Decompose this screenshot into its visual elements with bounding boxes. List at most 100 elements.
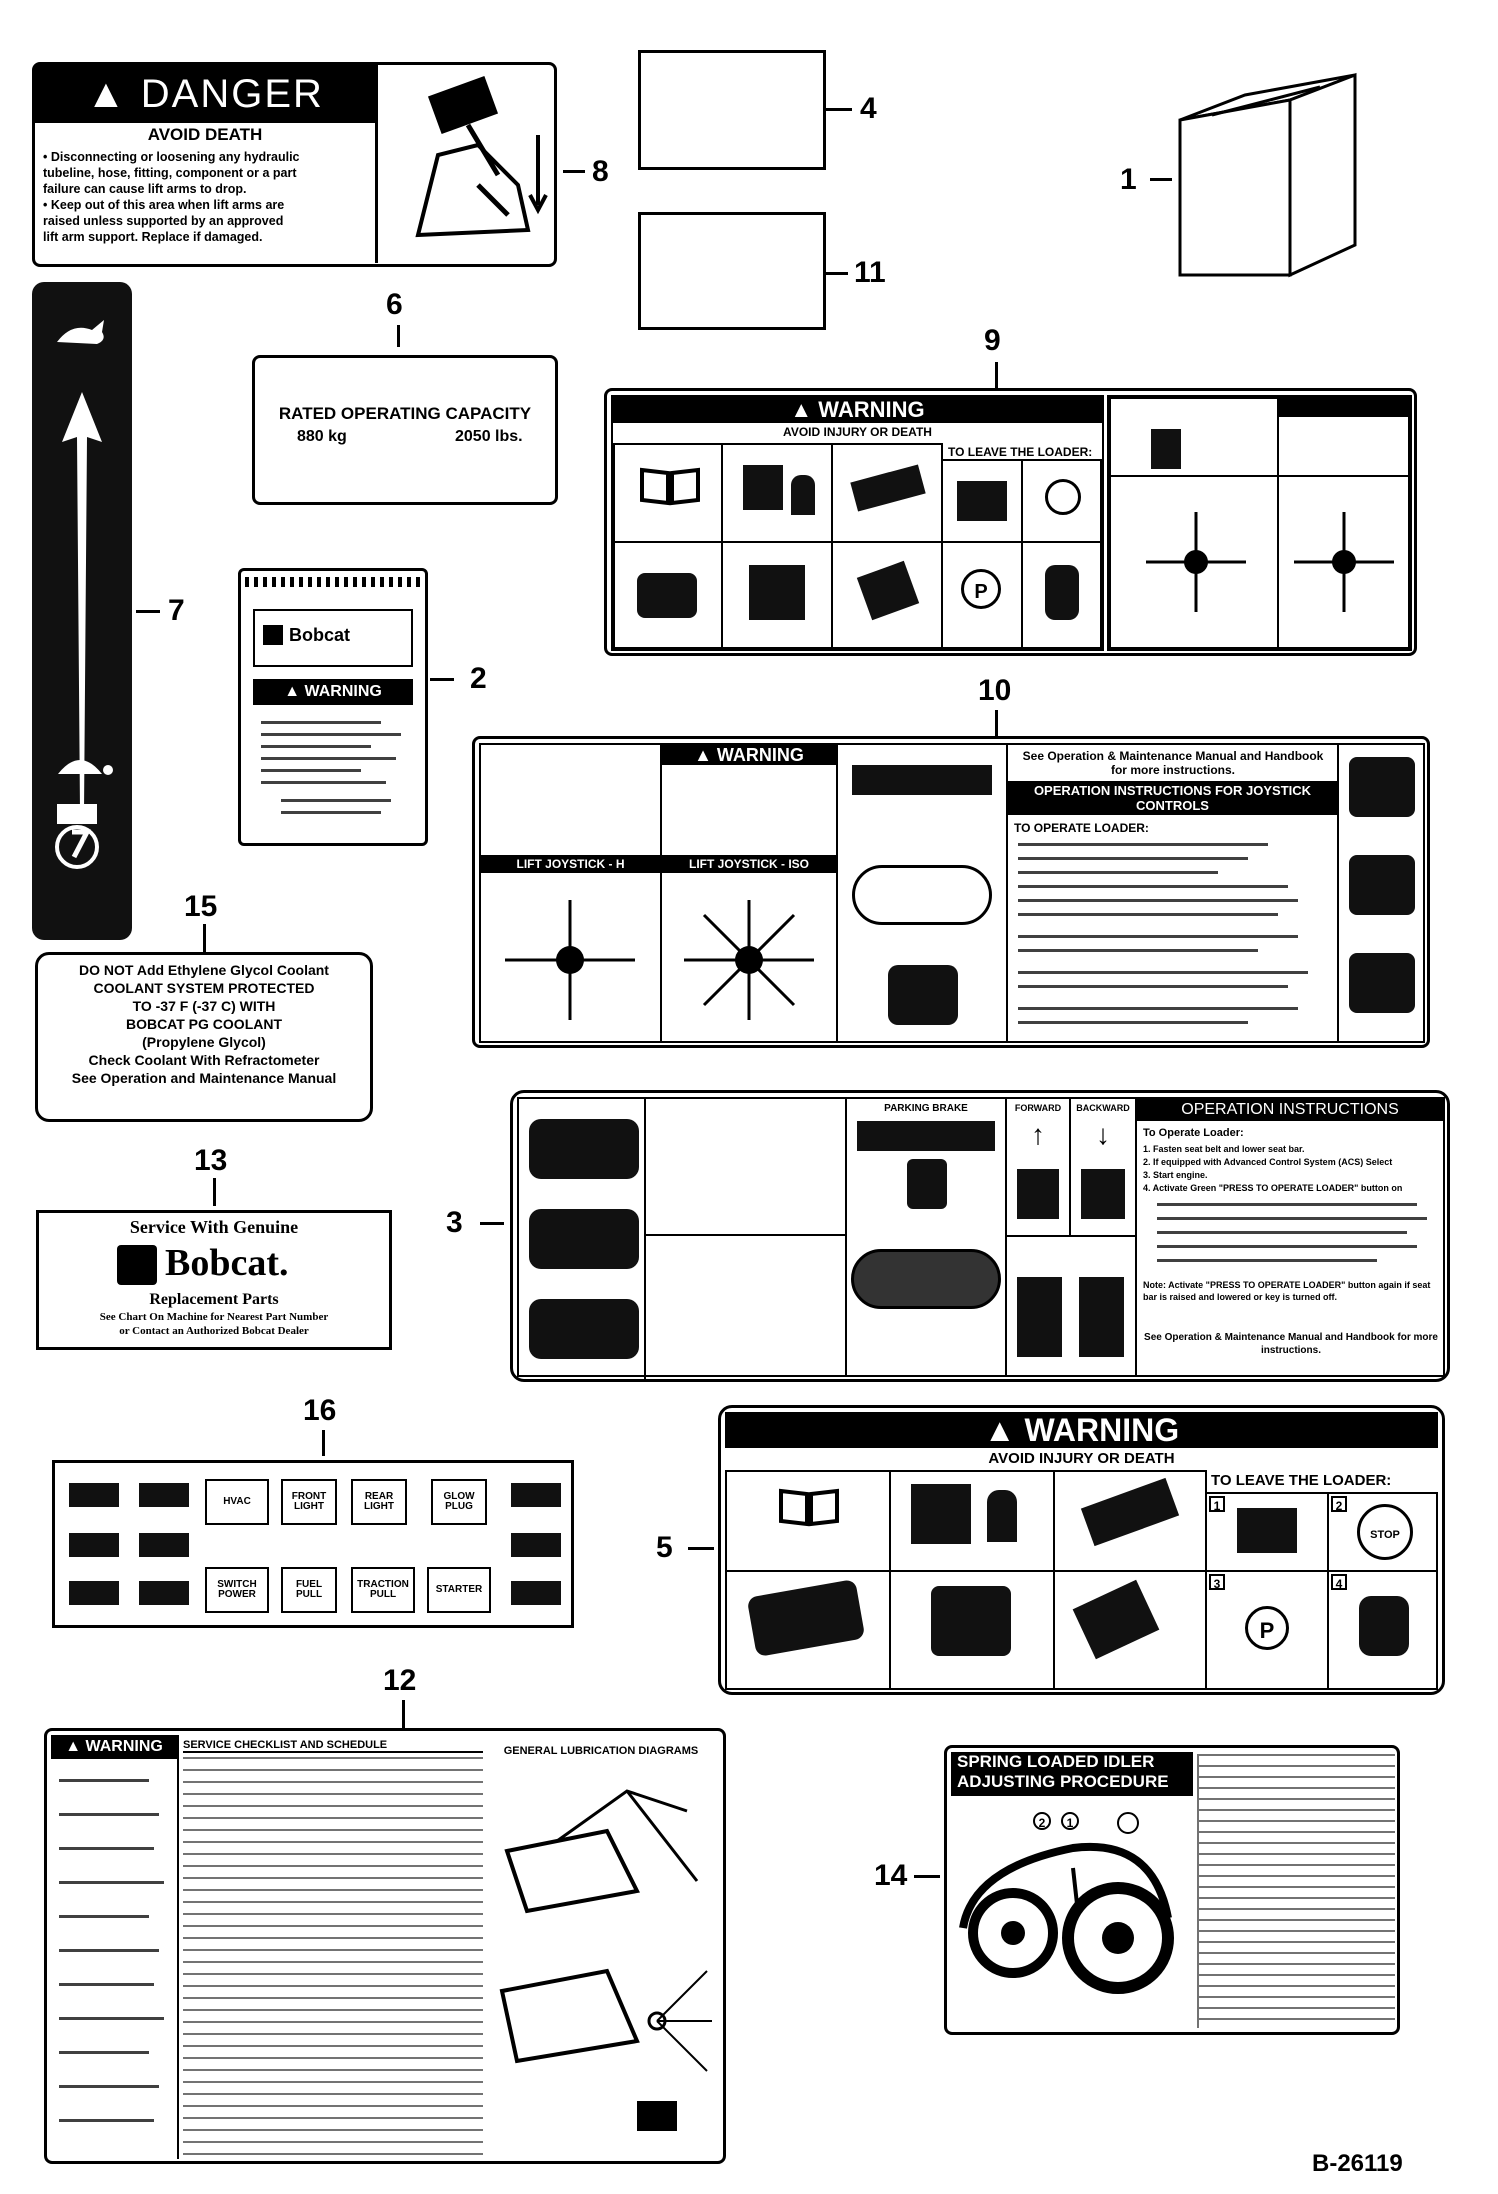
genuine-line5: or Contact an Authorized Bobcat Dealer [119,1325,309,1337]
danger-pictogram [375,65,555,263]
decal-3-pictograms [517,1097,849,1379]
idler-title: SPRING LOADED IDLER ADJUSTING PROCEDURE [951,1752,1193,1796]
genuine-line1: Service With Genuine [129,1217,299,1237]
decal-3-instructions: OPERATION INSTRUCTIONS To Operate Loader… [1135,1097,1445,1377]
decal-9-leave-loader: TO LEAVE THE LOADER: [948,445,1093,459]
pictogram-cell: P [941,541,1023,649]
decal-13-genuine-parts: Service With Genuine Bobcat. Replacement… [36,1210,392,1350]
decal-9-left-panel: ▲ WARNING AVOID INJURY OR DEATH TO LEAVE… [611,395,1104,651]
pictogram-cell: 3 P [1205,1570,1329,1690]
callout-9: 9 [984,324,1001,357]
decal-10-pictograms [1337,743,1425,1043]
pictogram-cell [613,541,723,649]
warning-triangle-icon: ▲ [790,397,813,422]
joystick-diagram-icon [1294,512,1394,612]
decal-12-service-title: SERVICE CHECKLIST AND SCHEDULE [183,1739,483,1753]
coolant-text: DO NOT Add Ethylene Glycol Coolant COOLA… [71,962,337,1086]
pictogram-cell [725,1470,891,1572]
manual-brand-box: Bobcat [253,609,413,667]
parking-brake-icon: P [1245,1606,1289,1650]
decal-12-warning-column: ▲ WARNING [51,1735,179,2159]
decal-5-subheading: AVOID INJURY OR DEATH [988,1450,1175,1467]
decal-3-forward-label: FORWARD [1014,1103,1062,1113]
joystick-diagram-icon [505,900,635,1020]
decal-12-checklist [183,1757,483,2157]
foot-pedal-icon [851,1249,1001,1309]
decal-3-parking-label: PARKING BRAKE [884,1103,968,1114]
decal-10-parking-panel [836,743,1008,1043]
pictogram-cell [721,443,833,543]
stop-sign-icon [1045,479,1081,515]
decal-3-steps: 1. Fasten seat belt and lower seat bar. … [1143,1144,1403,1193]
track-idler-icon [959,1842,1174,1994]
pictogram-cell [1053,1570,1207,1690]
decal-10-warning-bar: ▲ WARNING [662,745,836,765]
callout-16: 16 [303,1394,337,1427]
decal-15-coolant: DO NOT Add Ethylene Glycol Coolant COOLA… [35,952,373,1122]
switch-fuel-pull: FUEL PULL [281,1567,337,1613]
pictogram-cell [831,443,943,543]
joystick-diagram-icon [1146,512,1246,612]
decal-3-forward: FORWARD ↑ [1005,1097,1071,1237]
decal-3-steps-title: To Operate Loader: [1143,1127,1244,1139]
joystick-panel [1109,397,1279,477]
bobcat-logo-icon [117,1245,157,1285]
speed-arrow-icon [62,392,102,812]
decal-9-right-panel [1107,395,1412,651]
callout-15: 15 [184,890,218,923]
decal-14-idler-procedure: SPRING LOADED IDLER ADJUSTING PROCEDURE … [944,1745,1400,2035]
pictogram-cell [1053,1470,1207,1572]
callout-14: 14 [874,1859,908,1892]
decal-12-lube-title: GENERAL LUBRICATION DIAGRAMS [503,1745,699,1757]
callout-5: 5 [656,1531,673,1564]
decal-10-joystick-h: LIFT JOYSTICK - H [479,743,662,1043]
decal-5-warning: ▲ WARNING AVOID INJURY OR DEATH TO LEAVE… [718,1405,1445,1695]
pictogram-cell [1021,541,1102,649]
decal-12-warning-bar: ▲ WARNING [51,1735,177,1759]
switch-power: SWITCH POWER [205,1567,269,1613]
idler-mark-1: 1 [1061,1812,1079,1830]
callout-1: 1 [1120,163,1137,196]
parking-brake-icon: P [961,569,1001,609]
switch-front-light: FRONT LIGHT [281,1479,337,1525]
decal-10-steps-title: TO OPERATE LOADER: [1014,821,1149,835]
decal-3-operation: PARKING BRAKE FORWARD ↑ BACKWARD ↓ OPERA… [510,1090,1450,1382]
callout-4: 4 [860,92,877,125]
lift-arm-crush-icon [415,75,548,238]
switch-hvac: HVAC [205,1479,269,1525]
callout-7: 7 [168,594,185,627]
danger-subheading: AVOID DEATH [147,125,263,144]
genuine-brand: Bobcat. [165,1242,289,1284]
decal-16-switch-panel: HVAC FRONT LIGHT REAR LIGHT GLOW PLUG SW… [52,1460,574,1628]
decal-3-note: Note: Activate "PRESS TO OPERATE LOADER"… [1143,1280,1431,1302]
decal-10-joystick-instructions: LIFT JOYSTICK - H ▲ WARNING LIFT JOYSTIC… [472,736,1430,1048]
manual-warning-bar: ▲ WARNING [253,679,413,705]
pictogram-cell [725,1570,891,1690]
decal-3-parking-panel: PARKING BRAKE [845,1097,1007,1377]
callout-12: 12 [383,1664,417,1697]
decal-3-backward: BACKWARD ↓ [1069,1097,1137,1237]
arrow-up-icon: ↑ [1031,1119,1045,1150]
manual-book-icon [640,467,700,506]
decal-5-warning-bar: ▲ WARNING [725,1412,1438,1448]
pictogram-cell [721,541,833,649]
throttle-dial-icon [55,804,99,869]
pictogram-cell [613,443,723,543]
decal-6-rated-capacity: RATED OPERATING CAPACITY 880 kg 2050 lbs… [252,355,558,505]
switch-rear-light: REAR LIGHT [351,1479,407,1525]
decal-2-manual: Bobcat ▲ WARNING [238,568,428,846]
pictogram-cell: 1 [1205,1492,1329,1572]
spiral-binding [245,577,420,587]
joystick-star-icon [684,900,814,1020]
decal-3-lift-panels [1005,1235,1137,1377]
manual-book-icon [779,1488,839,1527]
switch-traction-pull: TRACTION PULL [351,1567,415,1613]
decal-10-lift-iso-label: LIFT JOYSTICK - ISO [662,855,836,873]
decal-10-lift-h-label: LIFT JOYSTICK - H [481,855,660,873]
danger-heading: DANGER [140,72,324,116]
joystick-diagram [1277,475,1410,649]
danger-header: ▲ DANGER [35,65,375,123]
callout-6: 6 [386,288,403,321]
pictogram-cell [1021,459,1102,543]
decal-9-warning: ▲ WARNING AVOID INJURY OR DEATH TO LEAVE… [604,388,1417,656]
